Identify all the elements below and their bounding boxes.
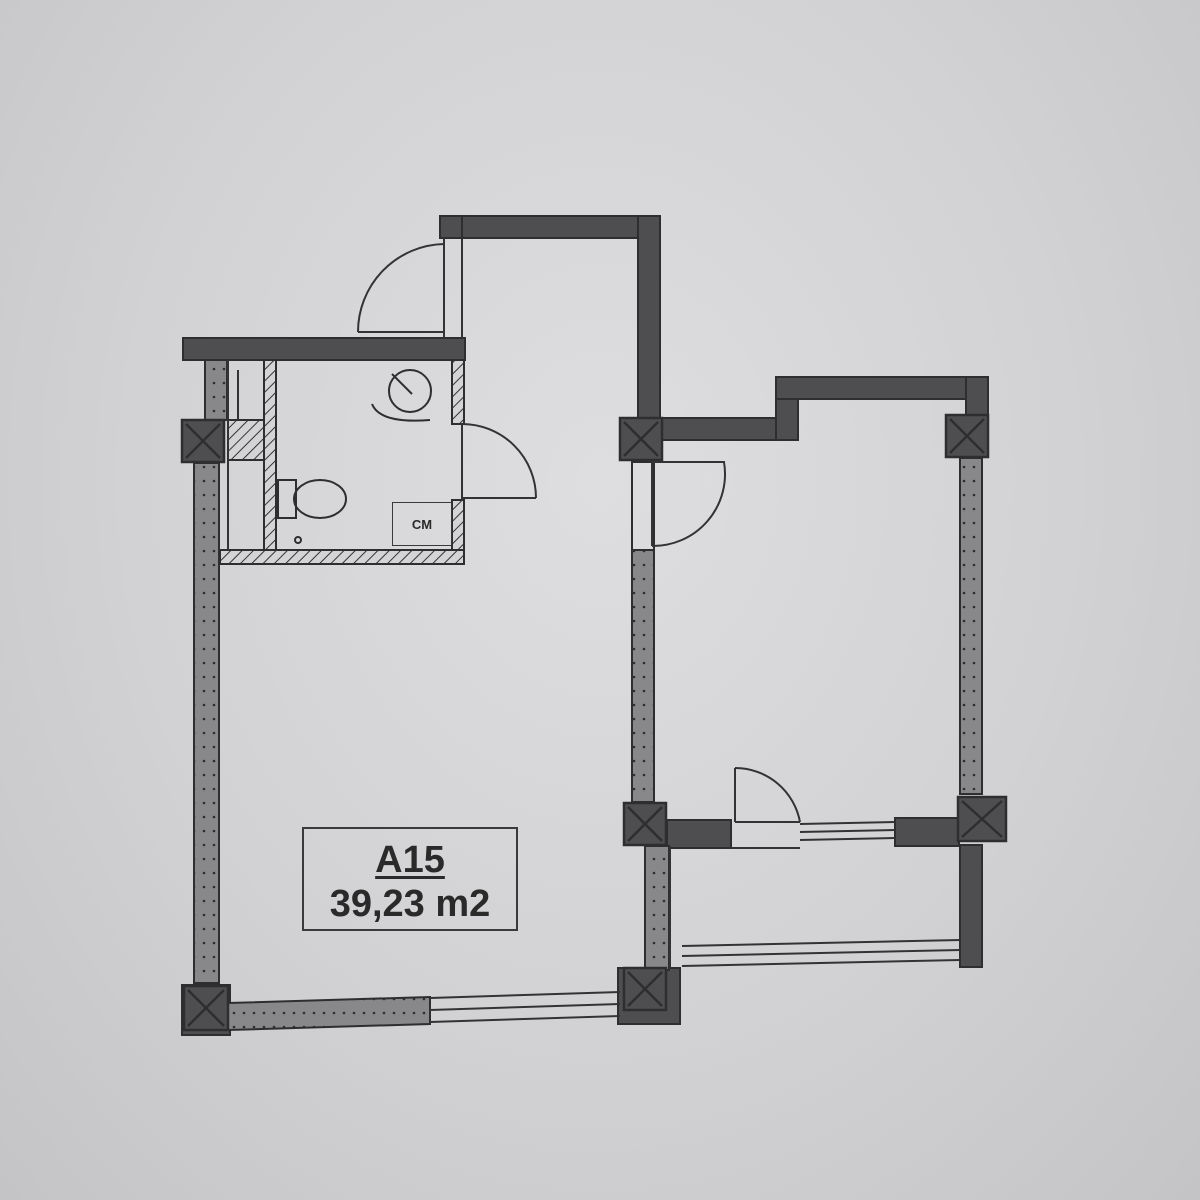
balcony-door <box>734 766 801 823</box>
wall-bottom <box>227 995 431 1032</box>
wall-bedroom-right <box>959 457 983 795</box>
insulated-walls <box>193 359 983 1032</box>
doors <box>357 243 801 823</box>
columns <box>180 413 1008 1032</box>
unit-label-box: A15 39,23 m2 <box>302 827 518 931</box>
wall-balcony-top-right <box>894 817 960 847</box>
wall-left-upper <box>204 359 228 421</box>
wall-balcony-right <box>959 844 983 968</box>
column-bottom-middle <box>622 966 668 1012</box>
toilet-icon <box>277 479 347 544</box>
shower-icon <box>371 369 432 422</box>
bedroom-door <box>651 461 726 548</box>
wall-left-main <box>193 462 220 984</box>
window-balcony <box>681 939 961 967</box>
partition-bath-left <box>263 359 277 551</box>
wall-corridor-right <box>637 215 661 437</box>
wall-bathroom-top <box>182 337 466 361</box>
wall-middle <box>631 549 655 803</box>
bathroom-door <box>461 423 537 500</box>
column-top-right <box>944 413 990 459</box>
wall-entry-jamb <box>439 215 463 239</box>
fixtures <box>277 369 432 544</box>
partition-bath-bottom <box>219 549 465 565</box>
partition-bath-right <box>451 359 465 425</box>
column-middle-top <box>618 416 664 462</box>
shaft-hatched <box>227 419 265 461</box>
window-bedroom-balcony <box>799 821 896 841</box>
wall-entry-top <box>439 215 661 239</box>
unit-area: 39,23 m2 <box>329 883 491 925</box>
wall-balcony-top-left <box>666 819 732 849</box>
window-bottom <box>429 991 621 1023</box>
wall-bedroom-top-corner <box>965 376 989 418</box>
column-middle-lower <box>622 801 668 847</box>
column-top-left <box>180 418 226 464</box>
entry-door <box>357 243 445 333</box>
wall-middle-lower <box>644 845 670 971</box>
washing-machine-label: CM <box>392 502 452 546</box>
hatched-partitions <box>219 359 655 565</box>
column-right-lower <box>956 795 1008 843</box>
unit-code: A15 <box>375 839 445 881</box>
column-bottom-left <box>182 984 230 1032</box>
partition-corridor <box>631 461 655 551</box>
wall-bedroom-top-right <box>775 376 989 400</box>
